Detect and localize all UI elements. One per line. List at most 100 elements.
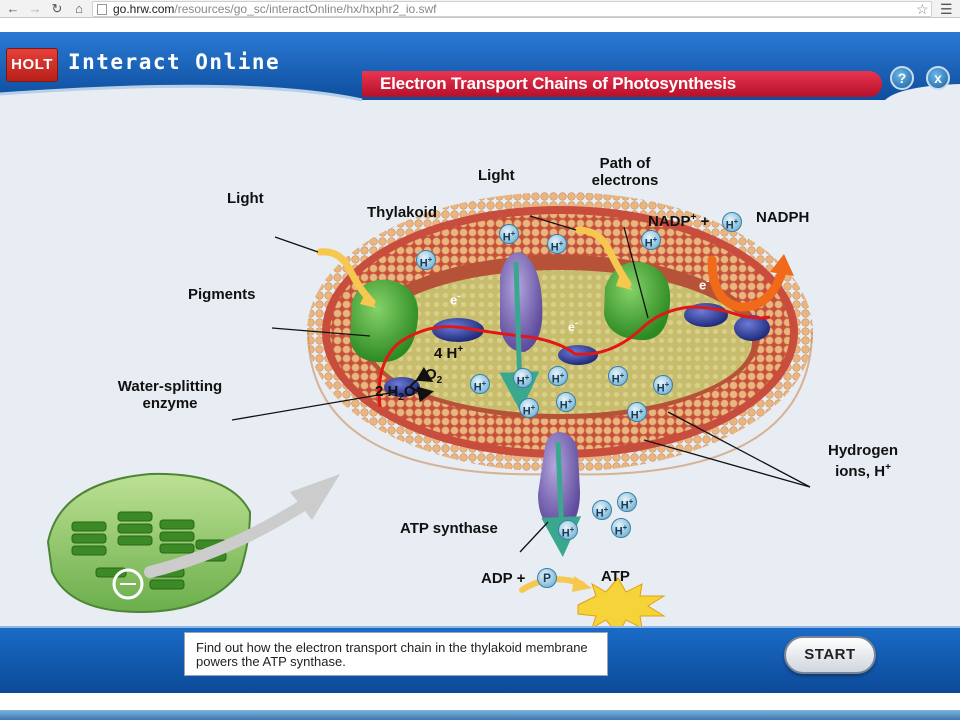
page-icon: [97, 4, 107, 15]
water-arrows: [409, 366, 434, 388]
label-light-top: Light: [478, 167, 515, 184]
hydrogen-ion: H+: [547, 234, 567, 254]
hydrogen-ion-sup: +: [530, 403, 536, 412]
hydrogen-ion-sup: +: [628, 497, 634, 506]
label-2h2o: 2 H2O: [375, 383, 416, 406]
electron-text: e: [568, 320, 575, 334]
electron-minus: -: [706, 276, 710, 287]
footer: Find out how the electron transport chai…: [0, 626, 960, 693]
hydrogen-ion-text: H: [614, 525, 623, 538]
page-title: Electron Transport Chains of Photosynthe…: [380, 74, 737, 93]
hydrogen-ion-sup: +: [638, 407, 644, 416]
label-nadph: NADPH: [756, 209, 810, 226]
hydrogen-ion-sup: +: [603, 505, 609, 514]
nadp-text: NADP: [648, 213, 691, 230]
hydrogen-ion: H+: [592, 500, 612, 520]
address-bar[interactable]: go.hrw.com/resources/go_sc/interactOnlin…: [92, 1, 932, 17]
two-h2o-sub: 2: [398, 392, 404, 403]
label-o2: O2: [425, 366, 442, 389]
hydrogen-ion-sup: +: [481, 379, 487, 388]
app-window: HOLT Interact Online Electron Transport …: [0, 32, 960, 693]
hydrogen-ion-text: H: [502, 231, 511, 244]
electron-label-1: e-: [450, 291, 461, 307]
hydrogen-ion-sup: +: [619, 371, 625, 380]
electron-text: e: [699, 277, 707, 293]
label-path-of-electrons: Path of electrons: [584, 155, 666, 189]
instruction-box: Find out how the electron transport chai…: [184, 632, 608, 676]
hydrogen-ion: H+: [470, 374, 490, 394]
label-water-line1: Water-splitting: [117, 378, 223, 395]
label-water-line2: enzyme: [142, 395, 198, 412]
help-button[interactable]: ?: [890, 66, 914, 90]
nadp-plus-sup: +: [690, 212, 697, 223]
hydrogen-ion-text: H: [550, 241, 559, 254]
nadph-arrow: [707, 255, 787, 312]
back-icon[interactable]: ←: [6, 1, 20, 16]
browser-toolbar: ← → ↻ ⌂ go.hrw.com/resources/go_sc/inter…: [0, 0, 960, 18]
two-h2o-text: 2 H: [375, 383, 399, 400]
header: HOLT Interact Online Electron Transport …: [0, 32, 960, 102]
hydrogen-ion-text: H: [644, 237, 653, 250]
light-arrow-top: [574, 226, 632, 288]
label-hydrogen-line1: Hydrogen: [827, 442, 898, 459]
url-path: /resources/go_sc/interactOnline/hx/hxphr…: [174, 2, 437, 16]
hydrogen-ion: H+: [653, 375, 673, 395]
hydrogen-ion-sup: +: [733, 217, 739, 226]
electron-label-2: e-: [568, 318, 578, 334]
hydrogen-ion-text: H: [516, 375, 525, 388]
label-4h: 4 H+: [434, 341, 463, 362]
hydrogen-ion-text: H: [419, 257, 428, 270]
close-button[interactable]: x: [926, 66, 950, 90]
hydrogen-ion-sup: +: [664, 380, 670, 389]
hydrogen-ion: H+: [513, 368, 533, 388]
nadp-plus: +: [700, 213, 710, 230]
start-button[interactable]: START: [784, 636, 876, 674]
hydrogen-ion-sup: +: [510, 229, 516, 238]
four-h-text: 4 H: [434, 345, 458, 362]
label-nadp: NADP+ +: [648, 209, 709, 230]
electron-label-3: e-: [699, 276, 710, 292]
hydrogen-ion-text: H: [656, 382, 665, 395]
hydrogen-ion-text: H: [620, 499, 629, 512]
label-hydrogen-line2: ions, H+: [808, 459, 918, 480]
hydrogen-ion-sup: +: [427, 255, 433, 264]
hydrogen-ion-text: H: [551, 373, 560, 386]
brand-title: Interact Online: [68, 50, 281, 74]
label-hydrogen-ions: Hydrogen ions, H+: [808, 442, 918, 480]
pigment-complex-right: [604, 261, 671, 341]
hydrogen-ion: H+: [499, 224, 519, 244]
hydrogen-ion-text: H: [611, 373, 620, 386]
label-path-line2: electrons: [591, 172, 659, 189]
label-thylakoid: Thylakoid: [367, 204, 438, 221]
label-path-line1: Path of: [599, 155, 651, 172]
label-water-splitting-enzyme: Water-splitting enzyme: [100, 378, 240, 412]
title-bar: Electron Transport Chains of Photosynthe…: [362, 71, 882, 97]
electron-path: [377, 305, 771, 408]
phosphate-p: P: [537, 568, 557, 588]
hydrogen-ion-text: H: [561, 527, 570, 540]
hydrogen-ions-text: ions, H: [835, 463, 886, 480]
hydrogen-ion: H+: [558, 520, 578, 540]
home-icon[interactable]: ⌂: [75, 1, 83, 16]
hydrogen-ion: H+: [611, 518, 631, 538]
cytochrome-protein: [500, 252, 543, 352]
hydrogen-ion: H+: [617, 492, 637, 512]
hydrogen-ion-sup: +: [569, 525, 575, 534]
electron-text: e: [450, 292, 458, 308]
hydrogen-ion-sup: +: [622, 523, 628, 532]
holt-logo: HOLT: [6, 48, 58, 82]
label-atp-synthase: ATP synthase: [400, 520, 498, 537]
hydrogen-ion: H+: [608, 366, 628, 386]
hydrogen-ion: H+: [519, 398, 539, 418]
electron-carrier-1: [432, 318, 484, 342]
leader-lines: [231, 215, 811, 553]
url-domain: go.hrw.com: [113, 2, 175, 16]
label-pigments: Pigments: [188, 286, 256, 303]
hydrogen-ion-sup: +: [558, 239, 564, 248]
instruction-text: Find out how the electron transport chai…: [196, 640, 588, 669]
forward-icon[interactable]: →: [28, 1, 42, 16]
reload-icon[interactable]: ↻: [51, 1, 63, 16]
star-icon[interactable]: ☆: [916, 1, 929, 17]
menu-icon[interactable]: ☰: [940, 1, 953, 17]
hydrogen-ions-sup: +: [885, 462, 891, 473]
